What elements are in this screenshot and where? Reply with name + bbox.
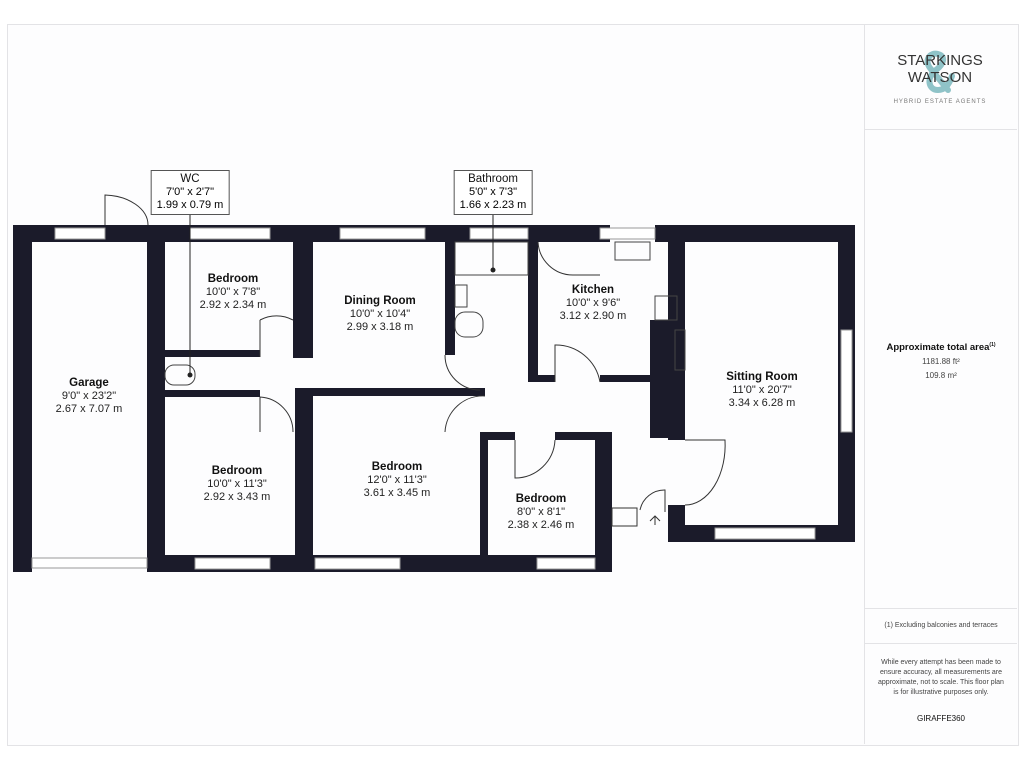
brand-name-line2: WATSON: [907, 69, 973, 86]
wall: [147, 225, 165, 572]
wall: [600, 375, 668, 382]
wall: [595, 432, 612, 572]
divider: [864, 608, 1017, 609]
wall: [528, 242, 538, 382]
wall: [668, 242, 685, 440]
wall: [165, 350, 260, 357]
wall: [538, 375, 555, 382]
wall: [668, 505, 685, 542]
wall: [13, 225, 32, 572]
wall: [165, 390, 260, 397]
wall: [293, 242, 313, 358]
wall: [480, 432, 488, 555]
divider: [864, 643, 1017, 644]
info-panel: [864, 24, 1018, 744]
brand-name-line1: STARKINGS: [897, 52, 983, 69]
footnote: (1) Excluding balconies and terraces: [884, 622, 998, 629]
wall: [555, 432, 600, 440]
brand-logo: STARKINGS WATSON HYBRID ESTATE AGENTS: [885, 50, 995, 106]
label-leaders: [189, 213, 494, 375]
credit: GIRAFFE360: [916, 714, 965, 723]
divider: [864, 129, 1017, 130]
wall: [655, 225, 855, 242]
disclaimer: While every attempt has been made to ens…: [878, 659, 1004, 696]
ampersand-icon: [924, 50, 955, 94]
door-swings: [104, 194, 726, 527]
brand-tagline: HYBRID ESTATE AGENTS: [893, 99, 987, 105]
area-sqft: 1181.88 ft²: [922, 357, 960, 366]
area-title: Approximate total area(1): [886, 342, 996, 354]
wall: [13, 555, 32, 572]
wall: [480, 432, 515, 440]
area-sqm: 109.8 m²: [925, 371, 957, 380]
wall: [650, 320, 668, 438]
fixtures: [164, 241, 686, 386]
wall: [445, 242, 455, 355]
wall: [295, 388, 313, 555]
wall: [295, 388, 485, 396]
